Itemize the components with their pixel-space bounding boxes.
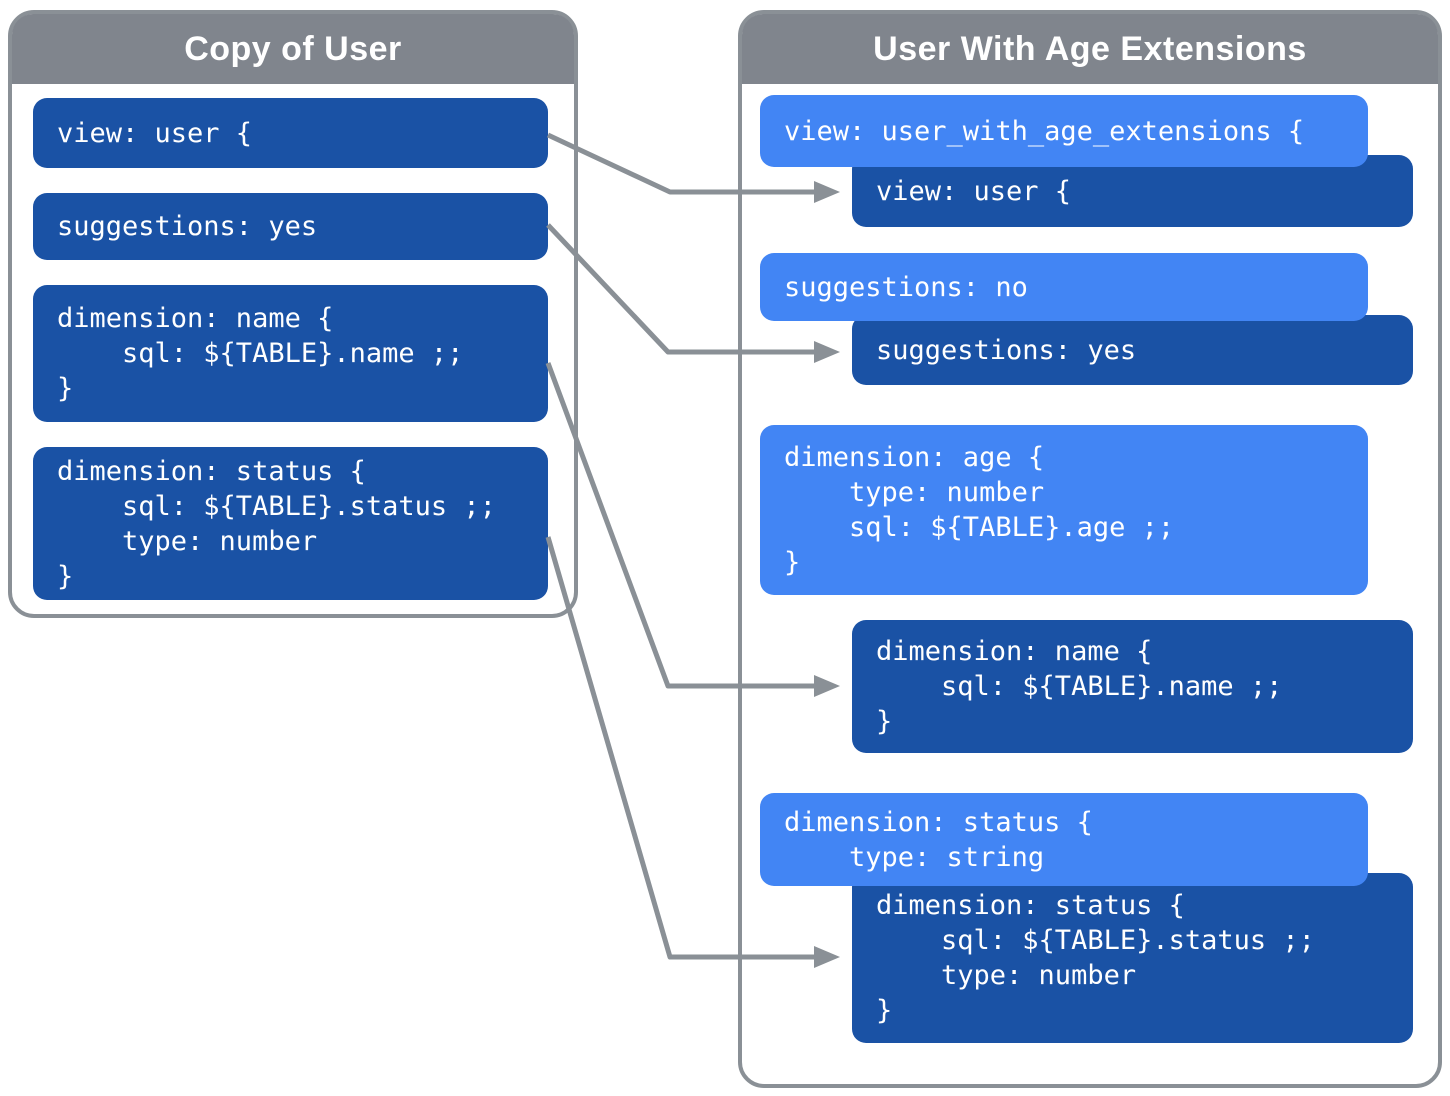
left-panel-header: Copy of User	[12, 14, 574, 84]
code-text: dimension: name { sql: ${TABLE}.name ;; …	[57, 303, 464, 404]
right-panel-header: User With Age Extensions	[742, 14, 1438, 84]
code-text: dimension: status { sql: ${TABLE}.status…	[876, 890, 1315, 1026]
code-box-view-user-with-age-extensions: view: user_with_age_extensions {	[760, 95, 1368, 167]
code-box-suggestions-no: suggestions: no	[760, 253, 1368, 321]
code-text: suggestions: no	[784, 271, 1028, 303]
code-box-dimension-age: dimension: age { type: number sql: ${TAB…	[760, 425, 1368, 595]
code-text: dimension: age { type: number sql: ${TAB…	[784, 442, 1175, 578]
code-text: suggestions: yes	[876, 334, 1137, 366]
code-text: dimension: name { sql: ${TABLE}.name ;; …	[876, 636, 1283, 737]
left-panel-title: Copy of User	[184, 29, 402, 68]
code-text: view: user_with_age_extensions {	[784, 115, 1305, 147]
code-box-suggestions-yes: suggestions: yes	[33, 193, 548, 260]
code-box-view-user: view: user {	[33, 98, 548, 168]
code-box-dimension-status-inherited: dimension: status { sql: ${TABLE}.status…	[852, 873, 1413, 1043]
code-box-dimension-status: dimension: status { sql: ${TABLE}.status…	[33, 447, 548, 600]
code-box-dimension-status-override: dimension: status { type: string	[760, 793, 1368, 886]
code-text: suggestions: yes	[57, 211, 318, 242]
code-text: dimension: status { sql: ${TABLE}.status…	[57, 455, 496, 592]
code-box-dimension-name: dimension: name { sql: ${TABLE}.name ;; …	[33, 285, 548, 422]
code-text: view: user {	[57, 117, 253, 149]
right-panel-title: User With Age Extensions	[873, 29, 1307, 68]
code-box-view-user-inherited: view: user {	[852, 155, 1413, 227]
code-text: dimension: status { type: string	[784, 807, 1093, 873]
code-text: view: user {	[876, 175, 1072, 207]
code-box-dimension-name-inherited: dimension: name { sql: ${TABLE}.name ;; …	[852, 620, 1413, 753]
code-box-suggestions-yes-inherited: suggestions: yes	[852, 315, 1413, 385]
